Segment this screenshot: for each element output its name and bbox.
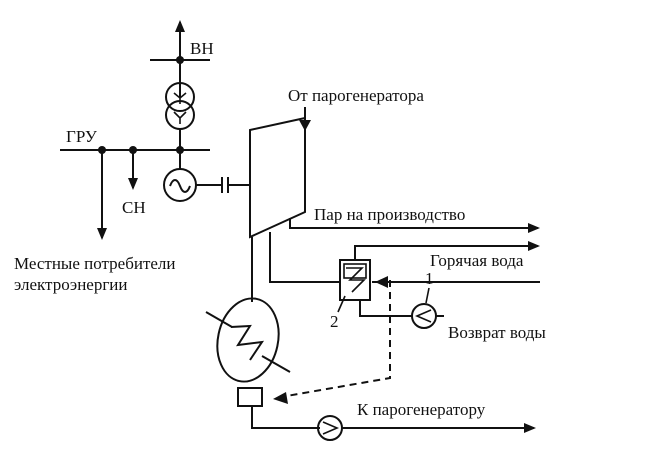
heater-label-leader <box>337 295 346 313</box>
return-water-pump-branch <box>359 300 412 317</box>
hot-water-label: Горячая вода <box>430 251 524 270</box>
heater-marker-2: 2 <box>330 312 339 331</box>
transformer-winding-lower <box>165 100 195 130</box>
local-consumers-label-line1: Местные потребители <box>14 254 176 273</box>
to-steam-generator-label: К парогенератору <box>357 400 486 419</box>
return-water-arrow <box>375 276 388 288</box>
steam-to-production-label: Пар на производство <box>314 205 466 224</box>
from-steam-generator-label: От парогенератора <box>288 86 424 105</box>
vn-bus-node <box>176 56 184 64</box>
water-return-label: Возврат воды <box>448 323 546 342</box>
vn-label: ВН <box>190 39 214 58</box>
condenser <box>216 297 280 383</box>
production-steam-line <box>289 218 540 233</box>
condenser-cooling-in <box>205 311 233 328</box>
hot-water-line <box>354 241 540 260</box>
heater-drain-arrow <box>273 392 288 404</box>
steam-inlet-arrow <box>299 120 311 131</box>
heater-drain-dashed-line <box>274 280 391 399</box>
steam-turbine <box>249 116 306 239</box>
pump-marker-1: 1 <box>425 269 434 288</box>
transformer-winding-symbol <box>173 92 187 104</box>
network-heater-inner <box>343 263 367 279</box>
generator-wave <box>169 179 191 193</box>
network-pump-arrow <box>414 309 432 323</box>
condenser-hotwell <box>237 387 263 407</box>
local-consumers-label-line2: электроэнергии <box>14 275 128 294</box>
condenser-cooling-out <box>261 355 291 373</box>
transformer-winding-upper <box>165 82 195 112</box>
condenser-coil-symbol <box>230 324 265 361</box>
sn-label: СН <box>122 198 146 217</box>
heater-zigzag <box>346 267 366 293</box>
gru-label: ГРУ <box>66 127 97 146</box>
heater-extraction-line <box>269 232 340 283</box>
feed-pump-arrow <box>322 421 340 435</box>
feedwater-line <box>251 406 320 429</box>
transformer-winding-symbol-2 <box>173 111 187 124</box>
pump-label-leader <box>425 287 430 304</box>
